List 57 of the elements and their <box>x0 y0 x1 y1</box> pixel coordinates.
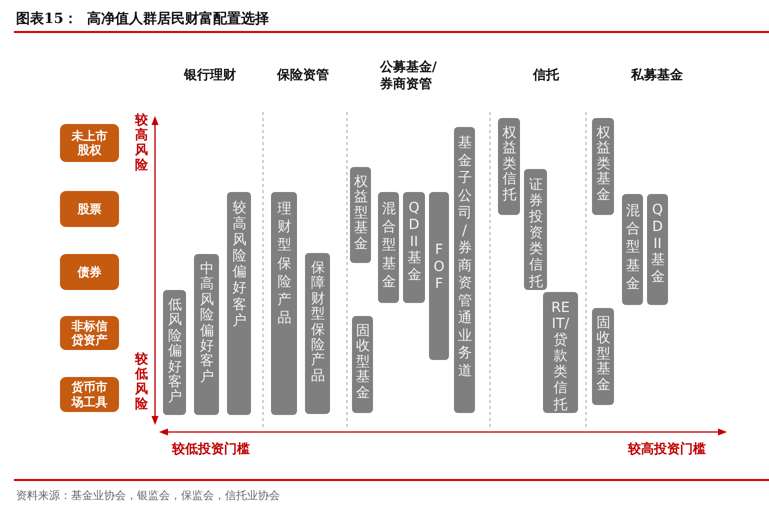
product-label: 理财型保险产品 <box>277 200 291 328</box>
product-label: 权益类信托 <box>502 126 516 205</box>
product-bar <box>403 192 425 303</box>
product-bar <box>350 167 371 263</box>
product-bar <box>227 192 251 415</box>
product-label: QDII基金 <box>650 202 664 288</box>
column-heading: 公募基金/券商资管 <box>380 60 438 94</box>
product-label: 保障财型保险产品 <box>310 261 324 386</box>
asset-class-label: 债券 <box>78 264 102 280</box>
asset-class-label: 货币市场工具 <box>70 380 108 409</box>
product-label: 混合型基金 <box>626 202 640 294</box>
product-bar <box>454 127 475 413</box>
axis-label: 较高投资门槛 <box>628 440 706 458</box>
figure-title: 图表15： 高净值人群居民财富配置选择 <box>16 10 270 28</box>
product-label: 中高风险偏好客户 <box>200 262 214 387</box>
product-label: 低风险偏好客户 <box>168 298 182 408</box>
product-label: 固收型基金 <box>596 316 610 395</box>
product-label: 权益型基金 <box>354 175 368 254</box>
axis-label: 较低风险 <box>135 353 148 413</box>
axis-label: 较低投资门槛 <box>172 440 250 458</box>
column-heading: 保险资管 <box>276 68 330 85</box>
product-bar <box>429 192 449 360</box>
product-label: QDII基金 <box>407 200 421 286</box>
product-bar <box>163 290 186 415</box>
product-label: 较高风险偏好客户 <box>232 200 246 331</box>
asset-class-label: 股票 <box>78 202 102 216</box>
product-bar <box>305 253 330 414</box>
product-label: FOF <box>432 242 446 294</box>
axis-label: 较高风险 <box>135 114 148 174</box>
column-heading: 银行理财 <box>182 68 237 85</box>
product-bar <box>271 192 297 415</box>
asset-class-label: 未上市股权 <box>70 128 108 158</box>
product-bar <box>498 118 520 215</box>
product-label: 基金子公司/券商资管通业务道 <box>458 135 472 380</box>
product-label: 固收型基金 <box>356 324 370 403</box>
product-bar <box>378 192 399 303</box>
asset-class-label: 非标信贷资产 <box>70 318 108 348</box>
product-bar <box>194 254 219 415</box>
product-bar <box>524 169 547 290</box>
product-label: 权益类基金 <box>596 126 610 205</box>
column-heading: 信托 <box>532 68 560 85</box>
asset-class-box <box>60 254 119 290</box>
product-bar <box>592 308 614 405</box>
column-heading: 私募基金 <box>630 68 684 85</box>
source-note: 资料来源：基金业协会，银监会，保监会，信托业协会 <box>16 488 280 503</box>
asset-class-box <box>60 377 119 412</box>
product-label: REIT/贷款类信托 <box>550 300 570 413</box>
product-label: 证券投资类信托 <box>528 177 542 290</box>
product-bar <box>622 194 643 305</box>
product-bar <box>543 292 578 413</box>
asset-class-box <box>60 191 119 227</box>
asset-class-box <box>60 124 119 162</box>
product-label: 混合型基金 <box>382 200 396 292</box>
product-bar <box>352 316 373 413</box>
product-bar <box>647 194 668 305</box>
product-bar <box>592 118 614 215</box>
asset-class-box <box>60 316 119 350</box>
